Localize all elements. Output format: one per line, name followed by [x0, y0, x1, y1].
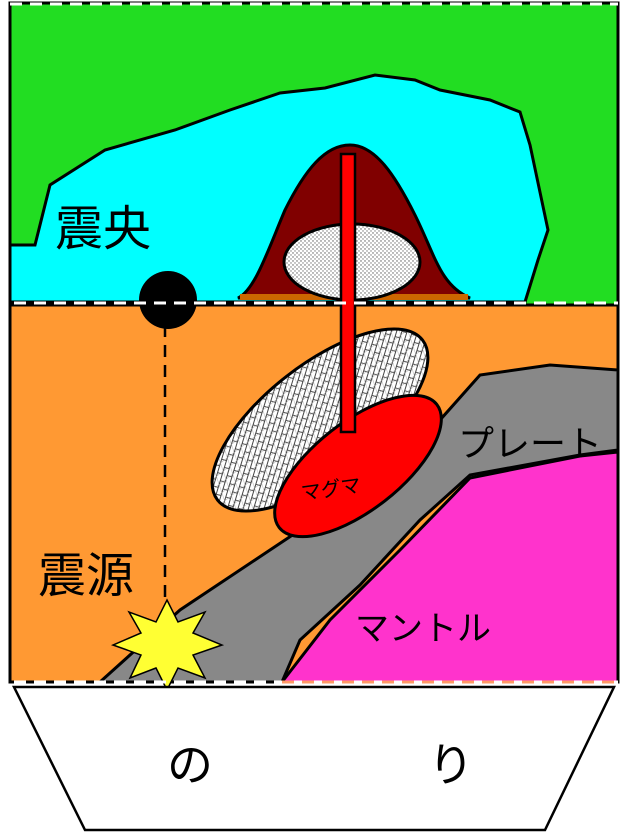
- mantle-label: マントル: [355, 609, 491, 649]
- plate-label: プレート: [458, 424, 602, 465]
- magma-body: [273, 393, 443, 539]
- glue-label-right: り: [428, 738, 474, 792]
- underground-panel: マグマ プレート マントル 震源: [8, 303, 620, 692]
- surface-panel: 震央: [8, 1, 620, 307]
- volcano-vent: [339, 152, 357, 434]
- glue-flap: の り: [11, 685, 616, 832]
- epicenter-dot: [139, 271, 197, 329]
- glue-label-left: の: [167, 738, 213, 792]
- mantle-region: [278, 450, 620, 684]
- epicenter-label: 震央: [55, 201, 151, 257]
- hypocenter-label: 震源: [38, 548, 134, 604]
- flap-shape: [11, 685, 616, 832]
